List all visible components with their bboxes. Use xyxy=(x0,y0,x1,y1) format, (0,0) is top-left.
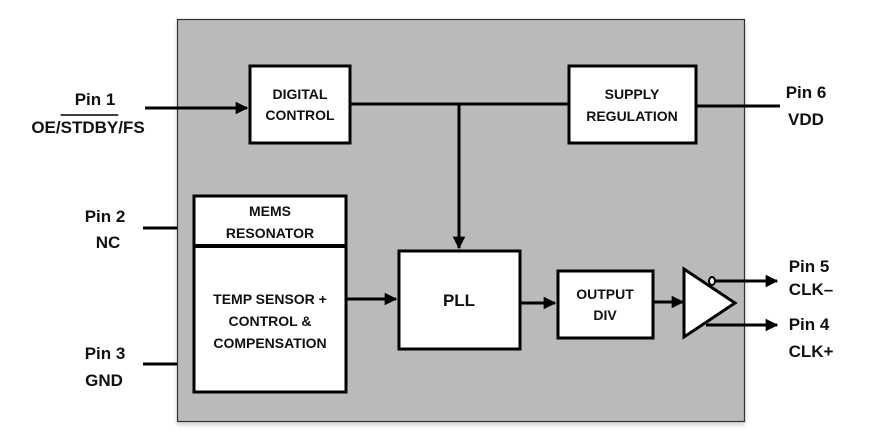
pin1-name: OE/STDBY/FS xyxy=(31,118,144,137)
pin1-prefix: OE/ xyxy=(31,118,61,137)
pin2-label: Pin 2 NC xyxy=(85,207,126,252)
supply-regulation-label-2: REGULATION xyxy=(586,108,678,124)
pin5-number: Pin 5 xyxy=(789,257,830,276)
pin3-number: Pin 3 xyxy=(85,344,126,363)
temp-sensor-label-3: COMPENSATION xyxy=(213,335,326,351)
output-div-block: OUTPUT DIV xyxy=(556,269,655,340)
pll-block: PLL xyxy=(397,249,522,351)
supply-regulation-label-1: SUPPLY xyxy=(605,86,660,102)
mems-resonator-label-1: MEMS xyxy=(249,203,291,219)
output-buffer-symbol xyxy=(682,266,738,340)
temp-sensor-label-2: CONTROL & xyxy=(229,313,312,329)
temp-sensor-block: TEMP SENSOR + CONTROL & COMPENSATION xyxy=(192,244,348,394)
pin1-suffix: /FS xyxy=(118,118,144,137)
pin4-label: Pin 4 CLK+ xyxy=(789,315,834,361)
pin2-name: NC xyxy=(96,233,121,252)
pin3-name: GND xyxy=(85,371,123,390)
pin6-number: Pin 6 xyxy=(786,83,827,102)
mems-resonator-block: MEMS RESONATOR xyxy=(192,194,348,248)
pin1-overbar-signal: STDBY xyxy=(61,118,119,137)
pin4-number: Pin 4 xyxy=(789,315,830,334)
inversion-bubble-icon xyxy=(708,276,716,286)
pin3-label: Pin 3 GND xyxy=(85,344,126,390)
pin1-label: Pin 1 OE/STDBY/FS xyxy=(31,90,144,137)
digital-control-label-1: DIGITAL xyxy=(273,86,328,102)
digital-control-block: DIGITAL CONTROL xyxy=(248,64,352,145)
pin5-label: Pin 5 CLK– xyxy=(789,257,834,299)
pin2-number: Pin 2 xyxy=(85,207,126,226)
pll-label: PLL xyxy=(443,291,475,310)
pin1-number: Pin 1 xyxy=(75,90,116,109)
pin5-name: CLK– xyxy=(789,280,833,299)
pin6-label: Pin 6 VDD xyxy=(786,83,827,129)
pin4-name: CLK+ xyxy=(789,342,834,361)
mems-resonator-label-2: RESONATOR xyxy=(226,225,314,241)
pin6-name: VDD xyxy=(788,110,824,129)
output-div-label-1: OUTPUT xyxy=(576,286,634,302)
output-div-label-2: DIV xyxy=(593,307,617,323)
supply-regulation-block: SUPPLY REGULATION xyxy=(567,64,698,145)
digital-control-label-2: CONTROL xyxy=(265,107,335,123)
temp-sensor-label-1: TEMP SENSOR + xyxy=(213,291,327,307)
